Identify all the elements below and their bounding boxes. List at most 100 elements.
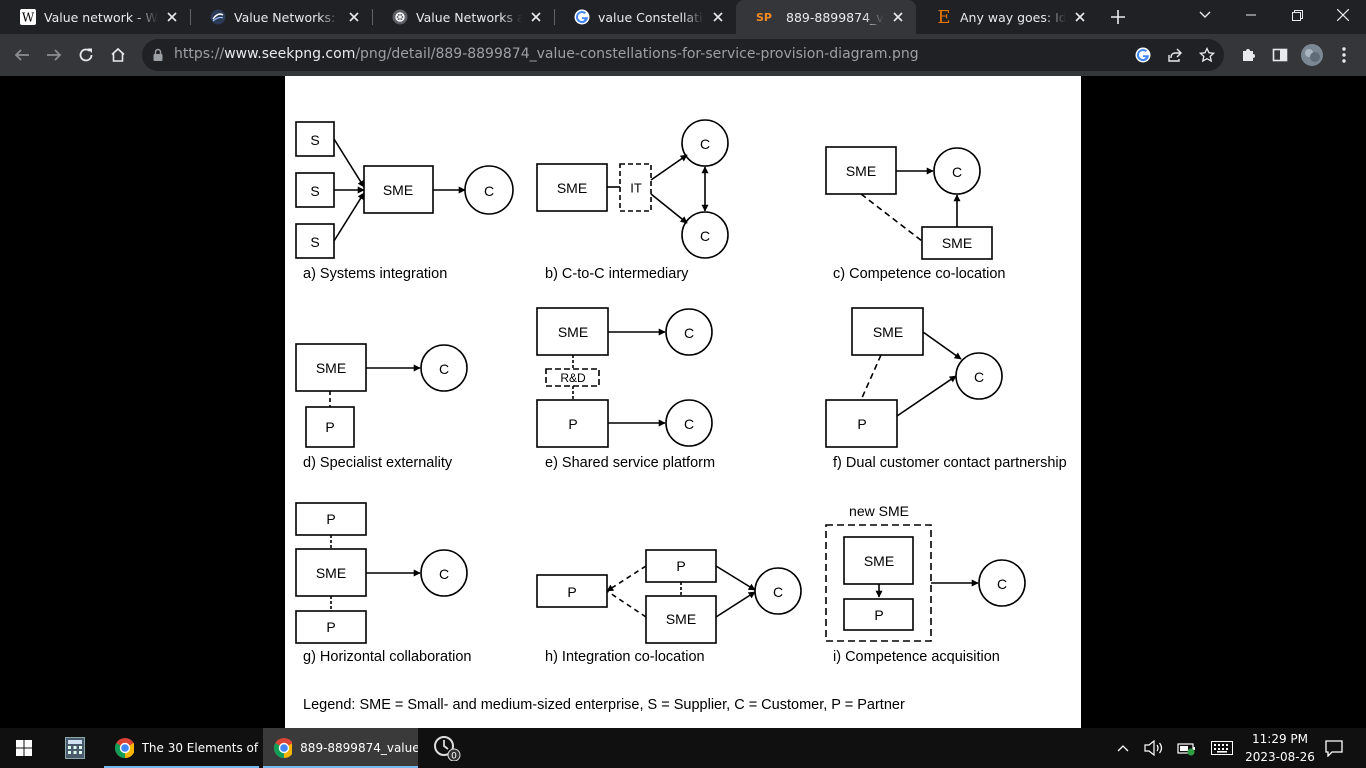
close-icon — [1337, 9, 1349, 21]
speaker-icon — [1144, 740, 1163, 756]
panel-shared-service-platform — [536, 307, 713, 448]
notifications-button[interactable] — [1320, 728, 1348, 768]
tab-title: Value network - Wikipedia — [44, 9, 158, 25]
customer-node — [665, 308, 713, 356]
flow-arrow — [333, 192, 365, 242]
sme-box — [851, 307, 924, 356]
partner-box — [536, 574, 608, 608]
plus-icon — [1111, 10, 1125, 24]
taskbar-app-chrome-1[interactable]: The 30 Elements of ... — [104, 728, 259, 768]
tab-chatgpt[interactable]: Value Networks and W — [372, 0, 554, 34]
reload-button[interactable] — [70, 39, 102, 71]
start-button[interactable] — [0, 728, 48, 768]
close-window-button[interactable] — [1320, 0, 1366, 30]
close-tab-icon[interactable] — [528, 9, 544, 25]
tab-any-way-goes[interactable]: E Any way goes: Identify — [916, 0, 1098, 34]
dashed-arrow — [606, 565, 647, 592]
url-text[interactable]: https://www.seekpng.com/png/detail/889-8… — [174, 46, 919, 62]
forward-arrow-icon — [47, 49, 62, 61]
caption-e: e) Shared service platform — [545, 455, 715, 471]
flow-arrow — [650, 193, 688, 224]
node-label: SME — [383, 182, 413, 198]
sme-box — [295, 548, 367, 597]
flow-arrow — [715, 591, 756, 618]
tab-seekpng-active[interactable]: SP 889-8899874_value-constellations — [736, 0, 916, 34]
bookmark-star-icon[interactable] — [1198, 46, 1216, 67]
node-label: SME — [316, 565, 346, 581]
node-label: S — [310, 132, 319, 148]
address-bar[interactable]: https://www.seekpng.com/png/detail/889-8… — [142, 39, 1224, 71]
extensions-button[interactable] — [1232, 39, 1264, 71]
home-button[interactable] — [102, 39, 134, 71]
kebab-menu-icon — [1342, 47, 1346, 63]
tab-title: Value Networks and W — [416, 9, 522, 25]
close-tab-icon[interactable] — [1072, 9, 1088, 25]
openai-icon — [392, 9, 408, 25]
taskbar-clock[interactable]: 11:29 PM 2023-08-26 — [1240, 730, 1320, 766]
customer-node — [933, 147, 981, 195]
svg-text:W: W — [22, 11, 35, 25]
node-label: C — [439, 361, 449, 377]
minimize-icon — [1246, 14, 1256, 16]
clock-app-taskbar-button[interactable]: 0 — [428, 728, 464, 768]
node-label: P — [568, 416, 577, 432]
google-lens-icon[interactable] — [1135, 47, 1151, 67]
panel-c-to-c-intermediary — [536, 119, 729, 259]
profile-avatar[interactable] — [1296, 39, 1328, 71]
close-tab-icon[interactable] — [710, 9, 726, 25]
lock-icon[interactable] — [152, 47, 164, 66]
node-label: R&D — [560, 371, 586, 385]
keyboard-button[interactable] — [1209, 728, 1235, 768]
new-tab-button[interactable] — [1100, 2, 1136, 32]
svg-text:SP: SP — [756, 11, 772, 24]
chrome-menu-button[interactable] — [1328, 39, 1360, 71]
restore-button[interactable] — [1274, 0, 1320, 30]
wikipedia-icon: W — [20, 9, 36, 25]
volume-button[interactable] — [1142, 728, 1166, 768]
close-tab-icon[interactable] — [164, 9, 180, 25]
tab-value-networks[interactable]: Value Networks: Definition — [190, 0, 372, 34]
minimize-button[interactable] — [1228, 0, 1274, 30]
close-tab-icon[interactable] — [890, 9, 906, 25]
share-icon[interactable] — [1167, 47, 1183, 67]
customer-node — [978, 559, 1026, 607]
caption-h: h) Integration co-location — [545, 649, 705, 665]
show-hidden-icons-button[interactable] — [1112, 728, 1134, 768]
tab-search-button[interactable] — [1182, 0, 1228, 30]
sme-box — [921, 226, 993, 260]
forward-button[interactable] — [38, 39, 70, 71]
panel-specialist-externality — [295, 343, 468, 448]
dashed-link — [860, 193, 923, 242]
caption-a: a) Systems integration — [303, 266, 447, 282]
back-button[interactable] — [6, 39, 38, 71]
flow-arrow — [896, 375, 957, 417]
tab-title: Value Networks: Definition — [234, 9, 340, 25]
panel-dual-customer-contact-partnership — [825, 307, 1003, 448]
taskbar-app-chrome-2[interactable]: 889-8899874_value-... — [263, 728, 418, 768]
flow-arrow — [333, 138, 365, 188]
partner-box — [295, 502, 367, 536]
node-label: C — [700, 228, 710, 244]
home-icon — [111, 47, 125, 62]
dashed-link — [860, 354, 882, 401]
tab-google-search[interactable]: value Constellations - Google Search — [554, 0, 736, 34]
flow-arrow — [922, 331, 962, 360]
close-tab-icon[interactable] — [346, 9, 362, 25]
side-panel-icon — [1272, 48, 1288, 62]
node-label: P — [676, 558, 685, 574]
caption-d: d) Specialist externality — [303, 455, 453, 471]
puzzle-icon — [1243, 49, 1255, 61]
customer-node — [681, 211, 729, 259]
reload-icon — [79, 48, 93, 62]
chevron-down-icon — [1199, 11, 1211, 18]
side-panel-button[interactable] — [1264, 39, 1296, 71]
node-label: P — [325, 419, 334, 435]
node-label: SME — [846, 163, 876, 179]
calculator-icon — [65, 737, 85, 759]
node-label: SME — [558, 324, 588, 340]
windows-logo-icon — [16, 740, 32, 756]
calculator-taskbar-button[interactable] — [58, 728, 92, 768]
tab-wikipedia[interactable]: W Value network - Wikipedia — [0, 0, 190, 34]
chevron-up-icon — [1117, 745, 1129, 752]
battery-button[interactable] — [1175, 728, 1199, 768]
